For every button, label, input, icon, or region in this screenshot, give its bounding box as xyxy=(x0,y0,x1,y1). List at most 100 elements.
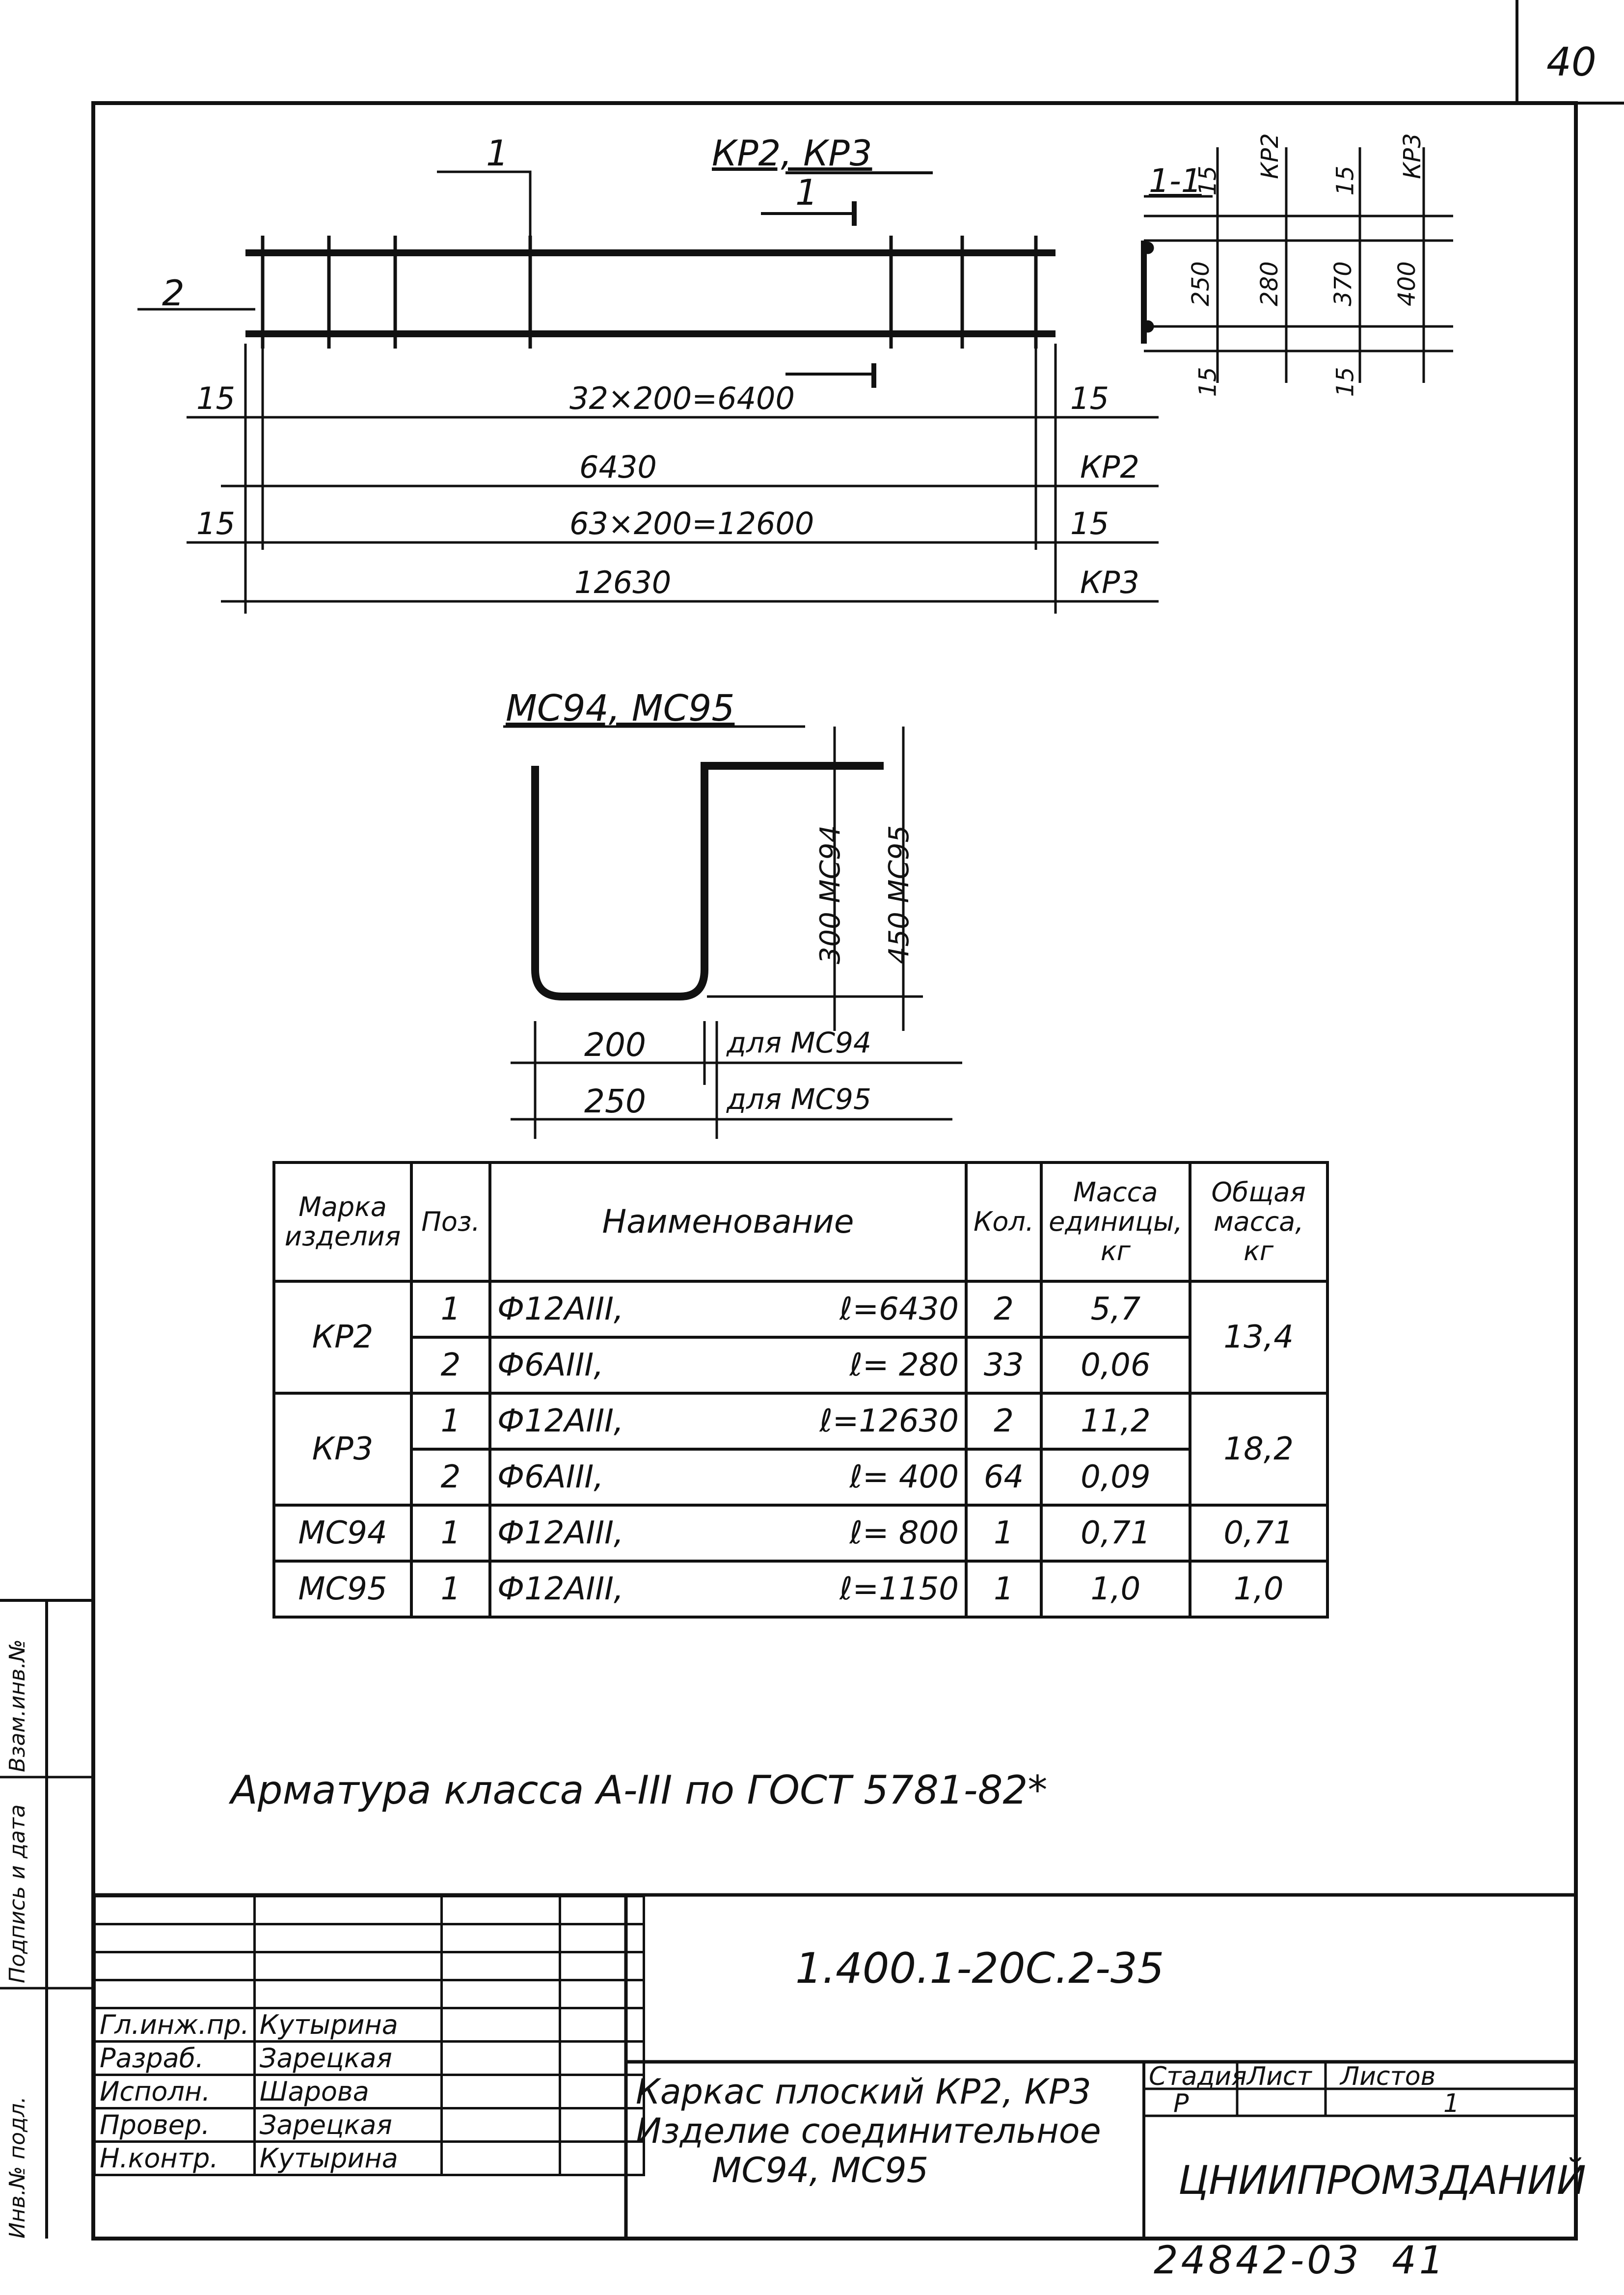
staff-name: Кутырина xyxy=(253,2007,443,2043)
cell-unit-mass: 5,7 xyxy=(1040,1280,1191,1339)
cell-length: ℓ=1150 xyxy=(839,1571,959,1607)
cell-pos: 2 xyxy=(410,1448,491,1507)
cut-mark-label: 1 xyxy=(795,172,818,213)
sidebar-label-replace: Взам.инв.№ xyxy=(5,1639,30,1772)
table-row: Исполн.Шарова xyxy=(93,2074,645,2109)
cell-total-mass: 1,0 xyxy=(1188,1560,1329,1619)
table-row: Гл.инж.пр.Кутырина xyxy=(93,2007,645,2043)
cell-name: Ф12АIII, ℓ= 800 xyxy=(488,1504,968,1563)
header-name: Наименование xyxy=(488,1161,968,1283)
table-row: 2 Ф6АIII,ℓ= 280 33 0,06 xyxy=(274,1336,1327,1395)
document-code: 1.400.1-20С.2-35 xyxy=(795,1944,1164,1993)
drawing2-title: МС94, МС95 xyxy=(506,687,735,729)
organization-name: ЦНИИПРОМЗДАНИЙ xyxy=(1178,2158,1586,2203)
bottom-code-number: 24842-03 xyxy=(1154,2239,1362,2283)
dim-mid-4: 12630 xyxy=(574,565,672,600)
table-header-row: Марка изделия Поз. Наименование Кол. Мас… xyxy=(272,1161,1329,1283)
table-row: МС95 1 Ф12АIII,ℓ=1150 1 1,0 1,0 xyxy=(272,1560,1329,1619)
cell-mark: МС95 xyxy=(272,1560,413,1619)
section-label-370: 370 xyxy=(1329,261,1357,306)
cell-name-text: Ф6АIII, xyxy=(497,1347,604,1383)
specification-table: Марка изделия Поз. Наименование Кол. Мас… xyxy=(272,1161,1329,1619)
table-row xyxy=(93,1895,645,1925)
position-label-1: 1 xyxy=(486,133,509,174)
title-block-staff: Гл.инж.пр.Кутырина Разраб.Зарецкая Испол… xyxy=(93,1895,645,2176)
table-row: КР2 1 Ф12АIII,ℓ=6430 2 5,7 13,4 xyxy=(272,1280,1329,1395)
section-label-bottom-15a: 15 xyxy=(1194,367,1222,397)
description-line-2: Изделие соединительное xyxy=(636,2111,1101,2151)
width-label-250: 250 xyxy=(584,1082,646,1120)
staff-signature xyxy=(440,2040,561,2076)
dim-left-1: 15 xyxy=(196,380,235,416)
position-label-2: 2 xyxy=(162,272,185,314)
drawing1-title: КР2, КР3 xyxy=(712,133,872,174)
width-label-200: 200 xyxy=(584,1026,646,1064)
cell-pos: 2 xyxy=(410,1336,491,1395)
section-label-kp3: КР3 xyxy=(1398,133,1426,179)
staff-signature xyxy=(440,2074,561,2109)
table-row xyxy=(93,1951,645,1981)
table-row: Провер.Зарецкая xyxy=(93,2107,645,2143)
staff-name: Кутырина xyxy=(253,2140,443,2176)
cell-unit-mass: 1,0 xyxy=(1040,1560,1191,1619)
cell-name: Ф6АIII,ℓ= 280 xyxy=(488,1336,968,1395)
bottom-page-number: 41 xyxy=(1392,2239,1447,2283)
section-label-400: 400 xyxy=(1393,261,1421,306)
cell-length: ℓ=6430 xyxy=(839,1291,959,1327)
cell-unit-mass: 0,09 xyxy=(1040,1448,1191,1507)
dim-left-3: 15 xyxy=(196,506,235,541)
table-row: 2 Ф6АIII,ℓ= 400 64 0,09 xyxy=(274,1448,1327,1507)
cell-pos: 1 xyxy=(410,1560,491,1619)
sheets-value: 1 xyxy=(1443,2089,1460,2118)
staff-name: Шарова xyxy=(253,2074,443,2109)
cell-qty: 2 xyxy=(964,1280,1043,1339)
header-unit-mass: Масса единицы, кг xyxy=(1040,1161,1191,1283)
cell-mark: КР3 xyxy=(272,1392,413,1507)
staff-name: Зарецкая xyxy=(253,2040,443,2076)
cell-pos: 1 xyxy=(410,1280,491,1339)
dim-mid-2: 6430 xyxy=(579,449,657,485)
cell-mark: МС94 xyxy=(272,1504,413,1563)
staff-signature xyxy=(440,2140,561,2176)
section-label-kp2: КР2 xyxy=(1256,133,1284,179)
staff-role: Разраб. xyxy=(93,2040,256,2076)
section-label-250: 250 xyxy=(1187,261,1215,306)
cell-total-mass: 13,4 xyxy=(1188,1280,1329,1395)
table-row xyxy=(93,1979,645,2009)
cell-name-text: Ф12АIII, xyxy=(497,1515,624,1551)
cell-unit-mass: 0,71 xyxy=(1040,1504,1191,1563)
dim-right-4: КР3 xyxy=(1080,565,1139,600)
description-line-1: Каркас плоский КР2, КР3 xyxy=(636,2072,1091,2112)
header-mark: Марка изделия xyxy=(272,1161,413,1283)
cell-name-text: Ф12АIII, xyxy=(497,1403,624,1439)
sheet-number: 40 xyxy=(1546,39,1597,85)
reinforcement-note: Арматура класса А-III по ГОСТ 5781-82* xyxy=(231,1767,1048,1813)
cell-qty: 2 xyxy=(964,1392,1043,1451)
staff-role: Исполн. xyxy=(93,2074,256,2109)
left-margin-strip: Инв.№ подл. Подпись и дата Взам.инв.№ xyxy=(0,1600,44,2258)
section-title: 1-1 xyxy=(1149,162,1202,200)
cell-length: ℓ= 800 xyxy=(849,1515,959,1551)
width-note-mc94: для МС94 xyxy=(727,1026,871,1059)
cell-name: Ф12АIII,ℓ=6430 xyxy=(488,1280,968,1339)
staff-role: Н.контр. xyxy=(93,2140,256,2176)
cell-pos: 1 xyxy=(410,1392,491,1451)
dim-right-1: 15 xyxy=(1070,380,1109,416)
staff-signature xyxy=(440,2007,561,2043)
sheet-label: Лист xyxy=(1247,2062,1312,2091)
description-line-3: МС94, МС95 xyxy=(712,2150,929,2190)
sheets-label: Листов xyxy=(1340,2062,1436,2091)
sidebar-label-signature: Подпись и дата xyxy=(5,1804,30,1983)
cell-pos: 1 xyxy=(410,1504,491,1563)
cell-qty: 33 xyxy=(964,1336,1043,1395)
stage-label: Стадия xyxy=(1149,2062,1247,2091)
cell-total-mass: 0,71 xyxy=(1188,1504,1329,1563)
cell-qty: 1 xyxy=(964,1560,1043,1619)
section-label-280: 280 xyxy=(1255,261,1283,306)
cell-name-text: Ф6АIII, xyxy=(497,1459,604,1495)
cell-qty: 64 xyxy=(964,1448,1043,1507)
table-row xyxy=(93,1923,645,1953)
dim-right-3: 15 xyxy=(1070,506,1109,541)
cell-unit-mass: 11,2 xyxy=(1040,1392,1191,1451)
